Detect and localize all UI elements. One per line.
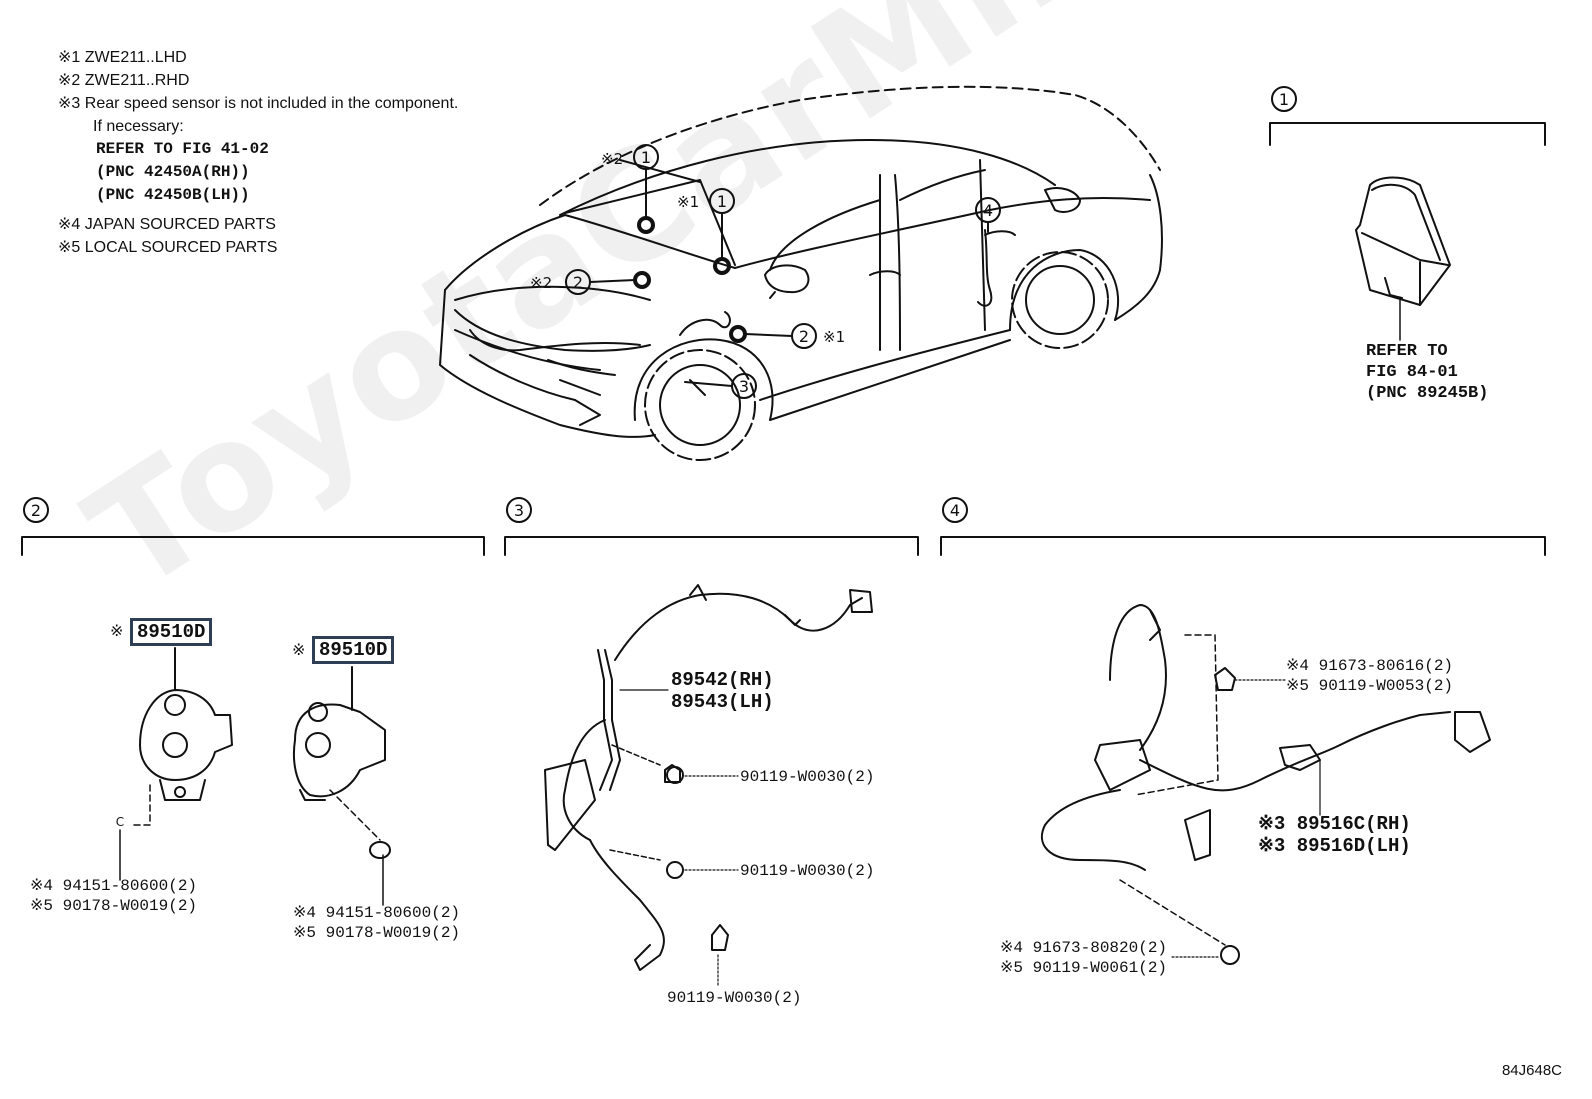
section-1-number: 1 [1279, 90, 1289, 109]
car-mark-1a: ※1 [677, 193, 699, 211]
section-3-harness [544, 584, 873, 986]
part-89510d-a: 89510D [130, 618, 213, 646]
car-mark-1b: ※1 [823, 328, 845, 346]
part-a-mark: ※ [110, 623, 124, 641]
note-3: ※3 Rear speed sensor is not included in … [58, 95, 459, 112]
callout-3: 3 [739, 377, 749, 396]
part-89543-lh: 89543(LH) [671, 691, 774, 713]
bolt-90119-w0030-c: 90119-W0030(2) [667, 989, 802, 1007]
note-4: ※4 JAPAN SOURCED PARTS [58, 216, 276, 233]
section-3-number: 3 [514, 501, 524, 520]
section-4-number: 4 [950, 501, 960, 520]
section-1-refer: REFER TO [1366, 342, 1448, 361]
section-1-fig: FIG 84-01 [1366, 363, 1458, 382]
part-89510d-b: 89510D [312, 636, 395, 664]
car-callouts [565, 144, 1001, 399]
section-4-harness [1040, 604, 1491, 965]
part-a-clip-jp: ※4 94151-80600(2) [30, 877, 198, 895]
section-1 [1269, 86, 1546, 341]
car-mark-2b: ※2 [530, 274, 552, 292]
note-2: ※2 ZWE211..RHD [58, 72, 190, 89]
callout-c: C [116, 815, 124, 829]
bolt-90119-w0030-a: 90119-W0030(2) [740, 768, 875, 786]
part-89542-rh: 89542(RH) [671, 669, 774, 691]
bolt-91673-80820: ※4 91673-80820(2) [1000, 939, 1168, 957]
part-a-clip-local: ※5 90178-W0019(2) [30, 897, 198, 915]
part-b-clip-local: ※5 90178-W0019(2) [293, 924, 461, 942]
note-3-pnc-rh: (PNC 42450A(RH)) [96, 163, 250, 181]
part-b-clip-jp: ※4 94151-80600(2) [293, 904, 461, 922]
part-b-mark: ※ [292, 642, 306, 660]
section-1-pnc: (PNC 89245B) [1366, 384, 1489, 403]
diagram-code: 84J648C [1501, 1062, 1562, 1079]
bolt-90119-w0061: ※5 90119-W0061(2) [1000, 959, 1168, 977]
part-89516c-rh: ※3 89516C(RH) [1258, 813, 1411, 835]
note-3-pnc-lh: (PNC 42450B(LH)) [96, 186, 250, 204]
bolt-90119-w0053: ※5 90119-W0053(2) [1286, 677, 1454, 695]
note-5: ※5 LOCAL SOURCED PARTS [58, 239, 278, 256]
callout-1a: 1 [641, 148, 651, 167]
note-3-if-necessary: If necessary: [93, 118, 184, 135]
car-mark-2a: ※2 [601, 150, 623, 168]
callout-2a: 2 [573, 273, 583, 292]
note-3-refer: REFER TO FIG 41-02 [96, 140, 269, 158]
section-2-number: 2 [31, 501, 41, 520]
car-outline [439, 85, 1163, 461]
section-2 [21, 497, 1546, 906]
bolt-90119-w0030-b: 90119-W0030(2) [740, 862, 875, 880]
notes-legend: ※1 ZWE211..LHD ※2 ZWE211..RHD ※3 Rear sp… [58, 46, 458, 259]
note-1: ※1 ZWE211..LHD [58, 49, 187, 66]
callout-1b: 1 [717, 192, 727, 211]
part-89516d-lh: ※3 89516D(LH) [1258, 835, 1411, 857]
callout-2b: 2 [799, 327, 809, 346]
bolt-91673-80616: ※4 91673-80616(2) [1286, 657, 1454, 675]
callout-4: 4 [983, 201, 993, 220]
